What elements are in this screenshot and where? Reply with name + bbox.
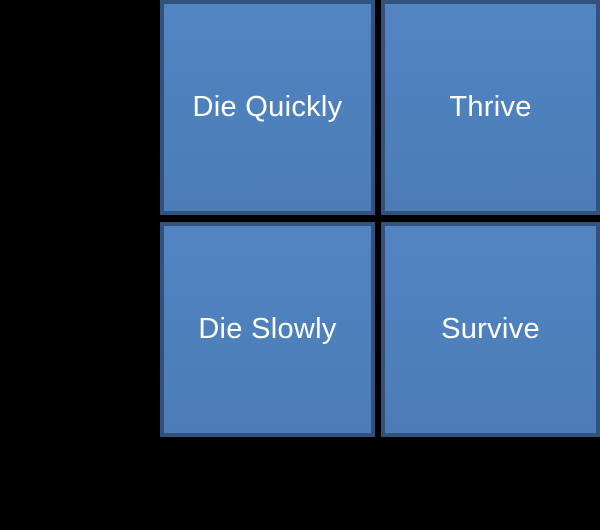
quadrant-survive: Survive [381,222,600,437]
quadrant-label-die-quickly: Die Quickly [192,91,343,123]
quadrant-die-quickly: Die Quickly [160,0,375,215]
quadrant-label-survive: Survive [441,313,540,345]
quadrant-thrive: Thrive [381,0,600,215]
quadrant-die-slowly: Die Slowly [160,222,375,437]
quadrant-label-die-slowly: Die Slowly [198,313,337,345]
quadrant-label-thrive: Thrive [449,91,532,123]
two-by-two-matrix: Die Quickly Thrive Die Slowly Survive [160,0,600,437]
